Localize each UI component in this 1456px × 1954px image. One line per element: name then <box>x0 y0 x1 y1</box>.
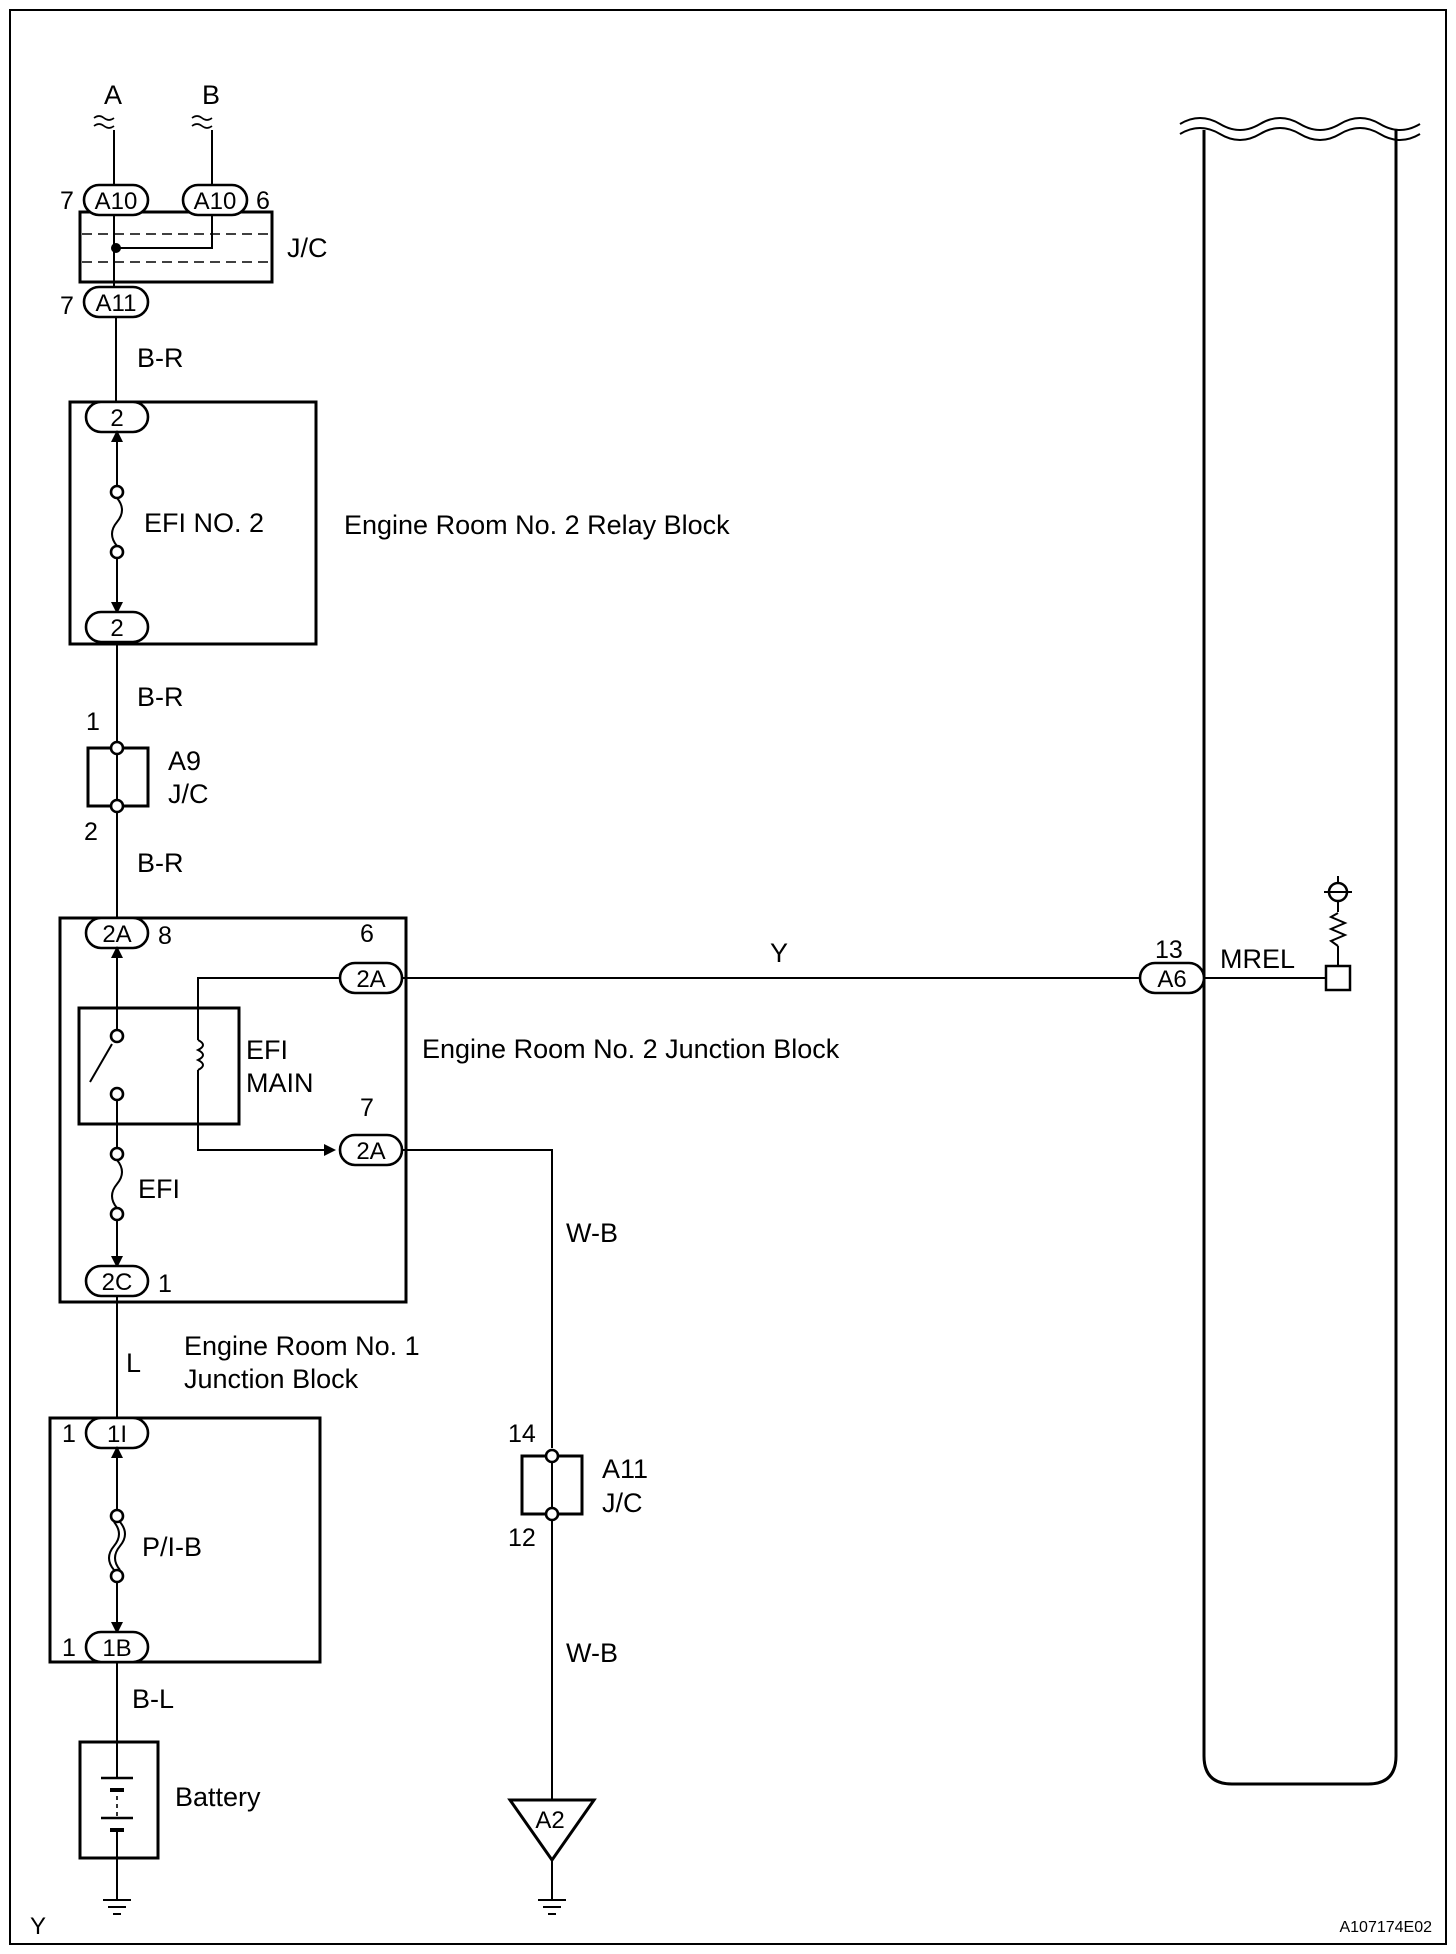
battery: Battery <box>78 1740 261 1915</box>
svg-text:A: A <box>104 80 122 110</box>
svg-text:2C: 2C <box>102 1269 133 1296</box>
wire-color-jc-to-relay: B-R <box>137 343 184 373</box>
svg-text:B: B <box>202 80 220 110</box>
svg-text:1: 1 <box>158 1270 172 1298</box>
svg-text:1: 1 <box>86 708 100 736</box>
connector-a9: 1 2 A9 J/C <box>84 708 209 846</box>
svg-text:A11: A11 <box>96 290 137 317</box>
svg-text:2: 2 <box>110 405 123 432</box>
svg-text:14: 14 <box>508 1420 536 1448</box>
svg-text:8: 8 <box>158 922 172 950</box>
svg-text:2A: 2A <box>356 966 385 993</box>
svg-text:2: 2 <box>110 615 123 642</box>
svg-text:A10: A10 <box>95 188 138 215</box>
svg-text:2A: 2A <box>356 1138 385 1165</box>
svg-text:2A: 2A <box>102 921 131 948</box>
svg-text:J/C: J/C <box>168 779 209 809</box>
jc-top-block: J/C <box>78 200 328 300</box>
svg-text:6: 6 <box>256 187 270 215</box>
connector-a10-left: A10 7 <box>60 183 150 217</box>
top-input-b: B <box>191 80 220 186</box>
fuse-efi: EFI <box>138 1174 180 1204</box>
svg-text:7: 7 <box>60 292 74 320</box>
footer-left: Y <box>30 1913 46 1940</box>
relay-block: 2 2 EFI NO. 2 <box>68 400 318 646</box>
svg-text:13: 13 <box>1155 936 1183 964</box>
ecu-body <box>1179 117 1421 1786</box>
svg-text:1: 1 <box>62 1634 76 1662</box>
jc-top-label: J/C <box>287 233 328 263</box>
connector-a10-right: A10 6 <box>181 183 270 217</box>
top-input-a: A <box>93 80 122 260</box>
relay-efi-main-1: EFI <box>246 1035 288 1065</box>
connector-a11-top: A11 7 <box>60 285 150 320</box>
battery-label: Battery <box>175 1782 261 1812</box>
fuse-pib: P/I-B <box>142 1532 202 1562</box>
junction-block-2: 2A 8 EFI MAIN 2A 6 2A 7 EFI 2C 1 <box>58 916 408 1304</box>
wire-ground-wb <box>402 1149 553 1448</box>
svg-text:A6: A6 <box>1157 966 1186 993</box>
wire-color-signal: Y <box>770 938 788 968</box>
ecu-mrel-terminal: MREL <box>1204 876 1352 992</box>
terminal-mrel: MREL <box>1220 944 1295 974</box>
ground-a2: A2 <box>507 1798 597 1915</box>
wire-color-relay-to-a9: B-R <box>137 682 184 712</box>
fuse-efi-no2: EFI NO. 2 <box>144 508 264 538</box>
connector-a6: A6 13 <box>1138 936 1206 995</box>
junction-block-1-title-1: Engine Room No. 1 <box>184 1331 420 1361</box>
wire-color-jb1-to-jb2: L <box>126 1348 141 1378</box>
junction-block-1-title-2: Junction Block <box>184 1364 359 1394</box>
junction-block-1: 1I 1 P/I-B 1B 1 <box>48 1416 322 1664</box>
svg-text:J/C: J/C <box>602 1488 643 1518</box>
svg-text:1: 1 <box>62 1420 76 1448</box>
wire-color-ground-lower: W-B <box>566 1638 618 1668</box>
svg-text:7: 7 <box>360 1094 374 1122</box>
junction-block-2-title: Engine Room No. 2 Junction Block <box>422 1034 840 1064</box>
svg-text:A9: A9 <box>168 746 201 776</box>
svg-text:7: 7 <box>60 187 74 215</box>
wire-color-ground-upper: W-B <box>566 1218 618 1248</box>
wire-color-a9-to-jb2: B-R <box>137 848 184 878</box>
svg-text:1I: 1I <box>107 1421 127 1448</box>
svg-text:6: 6 <box>360 920 374 948</box>
svg-text:12: 12 <box>508 1524 536 1552</box>
svg-text:A11: A11 <box>602 1454 648 1484</box>
svg-text:A2: A2 <box>535 1807 564 1834</box>
svg-text:2: 2 <box>84 818 98 846</box>
footer-figure-id: A107174E02 <box>1339 1919 1432 1936</box>
relay-efi-main-2: MAIN <box>246 1068 314 1098</box>
svg-text:A10: A10 <box>194 188 237 215</box>
wire-color-battery: B-L <box>132 1684 174 1714</box>
page-frame <box>9 9 1447 1945</box>
connector-a11: 14 12 A11 J/C <box>508 1420 648 1552</box>
svg-text:1B: 1B <box>102 1635 131 1662</box>
relay-block-title: Engine Room No. 2 Relay Block <box>344 510 730 540</box>
